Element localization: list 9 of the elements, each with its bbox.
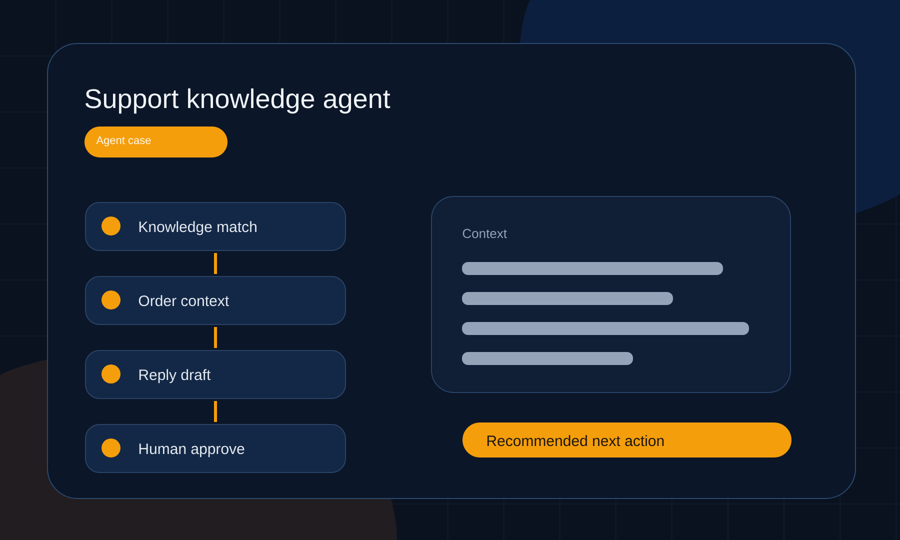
tag: Agent case bbox=[84, 126, 228, 158]
step-box: Reply draft bbox=[85, 350, 346, 399]
step-box: Human approve bbox=[85, 424, 346, 473]
connector-line bbox=[214, 401, 217, 422]
connector-line bbox=[214, 253, 217, 274]
action-button: Recommended next action bbox=[462, 422, 792, 458]
connector-line bbox=[214, 327, 217, 348]
step-box: Knowledge match bbox=[85, 202, 346, 251]
step-box: Order context bbox=[85, 276, 346, 325]
